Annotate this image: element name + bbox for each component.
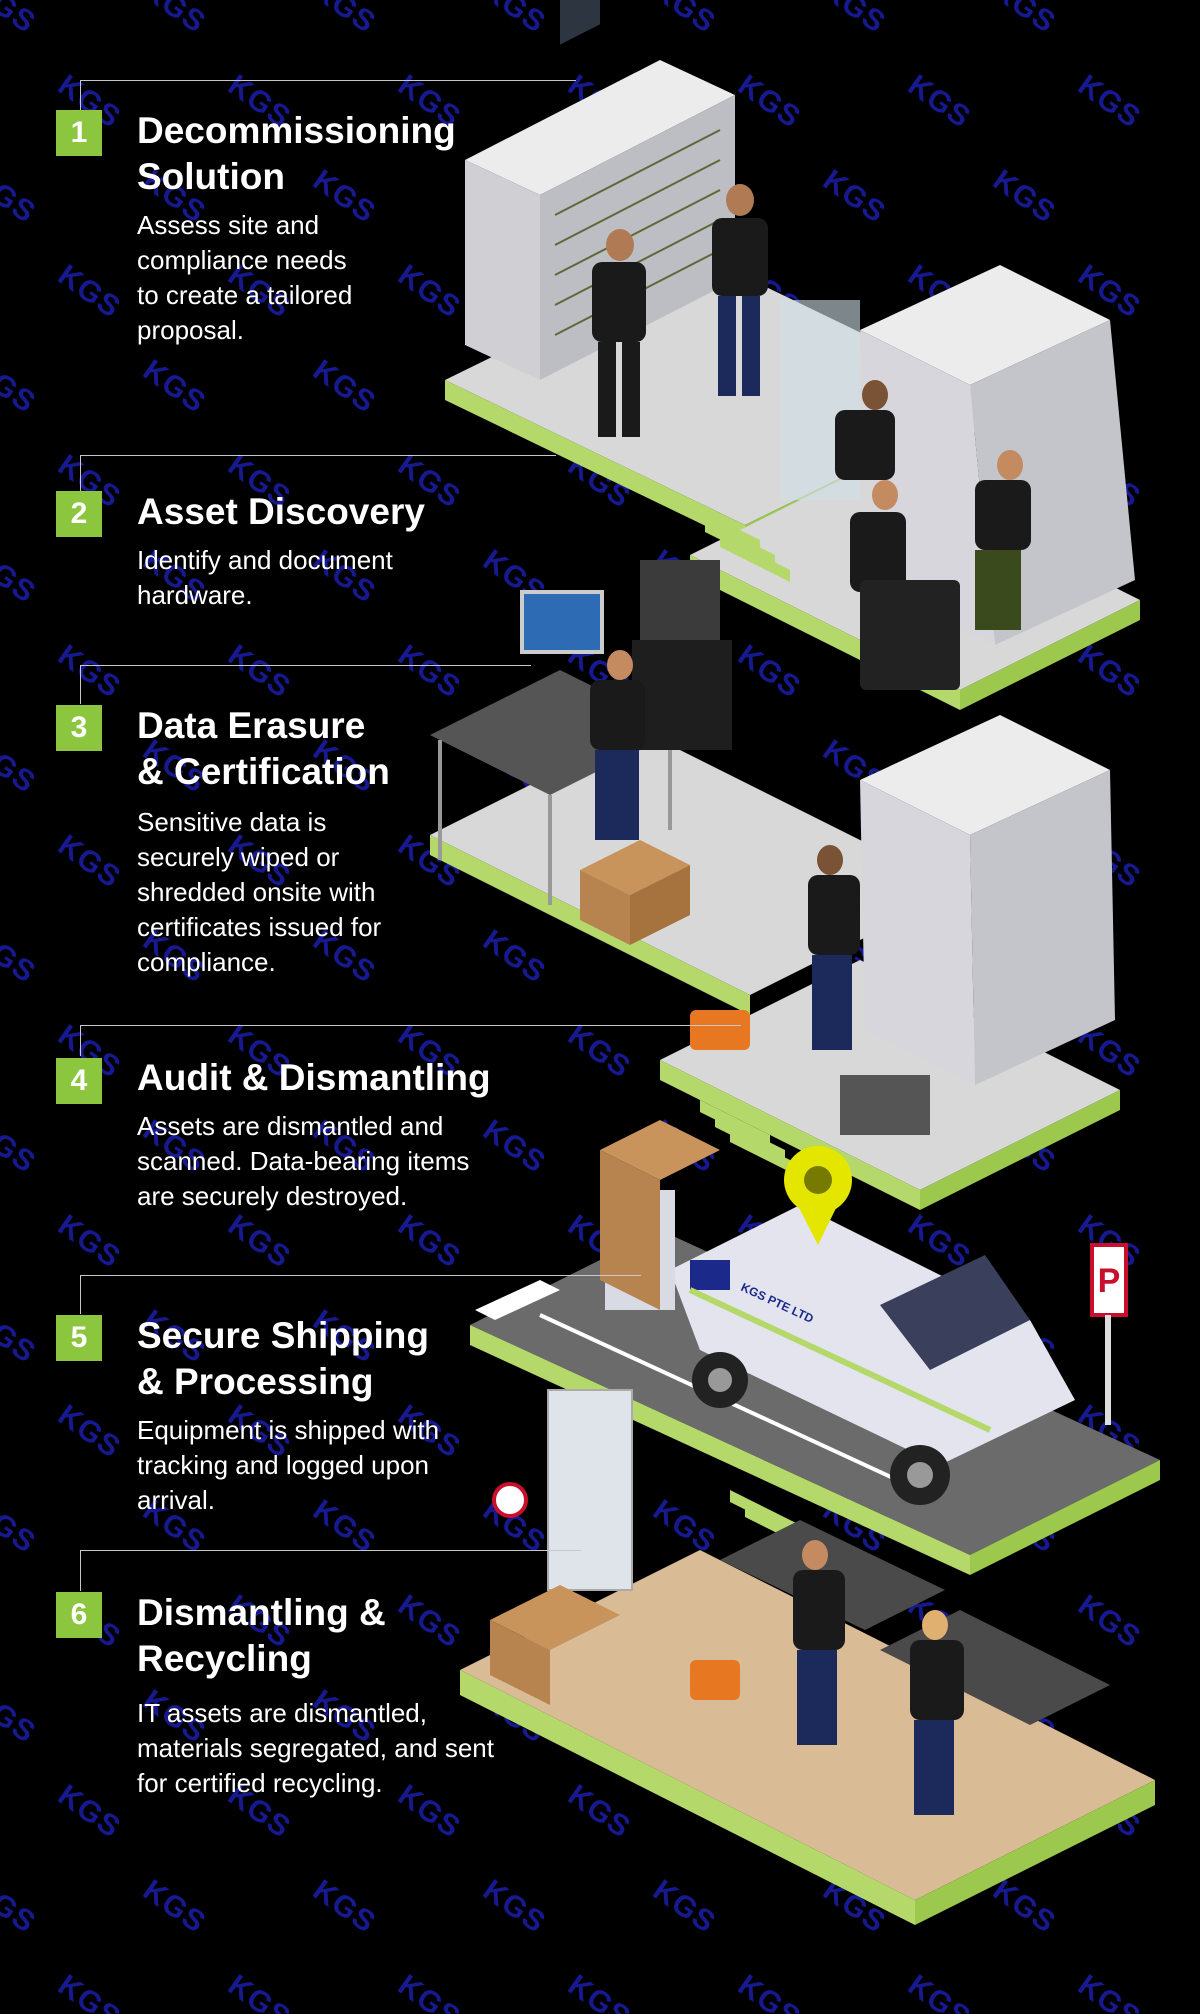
stairs-1 <box>690 505 790 582</box>
step-2-description: Identify and document hardware. <box>137 545 393 610</box>
step-2-title: Asset Discovery <box>137 491 425 532</box>
technicians-group-2 <box>835 380 1031 690</box>
step-5-leader-line <box>80 1275 641 1314</box>
step-6-title: Dismantling & Recycling <box>137 1592 386 1679</box>
server-rack-group-1 <box>465 0 735 380</box>
erasure-desk <box>430 560 732 945</box>
step-3-title: Data Erasure & Certification <box>137 705 390 792</box>
step-1-leader-line <box>80 80 576 111</box>
step-1-description: Assess site and compliance needs to crea… <box>137 210 353 345</box>
step-2-number-badge: 2 <box>56 491 102 537</box>
step-4-title: Audit & Dismantling <box>137 1057 491 1098</box>
step-2-leader-line <box>80 455 556 491</box>
step-4-leader-line <box>80 1025 741 1056</box>
step-5-title: Secure Shipping & Processing <box>137 1315 429 1402</box>
step-4-number-badge: 4 <box>56 1058 102 1104</box>
step-6-number-badge: 6 <box>56 1592 102 1638</box>
step-3-number-badge: 3 <box>56 705 102 751</box>
step-6-description: IT assets are dismantled, materials segr… <box>137 1698 494 1798</box>
step-6-leader-line <box>80 1550 581 1591</box>
step-5-description: Equipment is shipped with tracking and l… <box>137 1415 440 1515</box>
server-rack-group-3 <box>690 715 1115 1135</box>
stairs-2 <box>700 1100 800 1177</box>
step-3-leader-line <box>80 665 531 704</box>
step-1-number-badge: 1 <box>56 110 102 156</box>
step-4-description: Assets are dismantled and scanned. Data-… <box>137 1111 470 1211</box>
step-1-title: Decommissioning Solution <box>137 110 456 197</box>
parking-sign: P <box>1090 1243 1128 1425</box>
parking-sign-letter: P <box>1098 1262 1121 1300</box>
technicians-group-1 <box>592 184 768 437</box>
step-3-description: Sensitive data is securely wiped or shre… <box>137 807 382 977</box>
delivery-van <box>600 1120 1075 1505</box>
step-5-number-badge: 5 <box>56 1315 102 1361</box>
recycling-workbenches <box>490 1389 1110 1815</box>
